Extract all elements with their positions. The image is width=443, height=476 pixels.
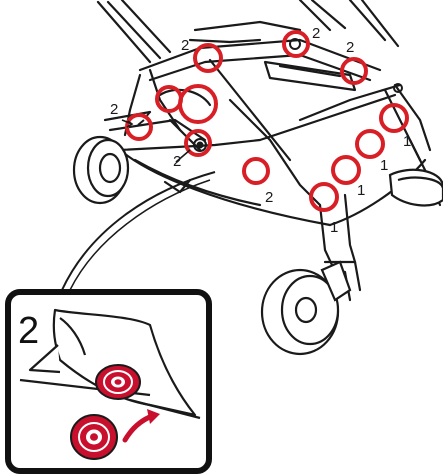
marker-type-1	[333, 157, 359, 183]
callout-2: 2	[110, 101, 118, 118]
stroller-frame-lineart	[98, 0, 440, 300]
callout-1: 1	[403, 133, 411, 150]
callout-2: 2	[265, 189, 273, 206]
marker-type-1	[311, 184, 337, 210]
callout-1: 1	[330, 219, 338, 236]
front-left-wheel	[262, 262, 350, 354]
marker-type-1	[357, 131, 383, 157]
inset-detail-box: 2	[8, 292, 209, 471]
callout-2: 2	[346, 39, 354, 56]
callout-1: 1	[380, 157, 388, 174]
marker-type-2	[244, 159, 268, 183]
callout-2: 2	[312, 25, 320, 42]
marker-type-2	[284, 32, 308, 56]
inset-label: 2	[18, 310, 39, 352]
callout-1: 1	[357, 182, 365, 199]
snap-button-detached-icon	[71, 415, 117, 459]
marker-type-2	[195, 45, 221, 71]
callout-2: 2	[181, 37, 189, 54]
front-right-wheel	[390, 170, 443, 206]
rear-left-wheel	[74, 137, 128, 203]
snap-button-attached-icon	[96, 365, 140, 399]
